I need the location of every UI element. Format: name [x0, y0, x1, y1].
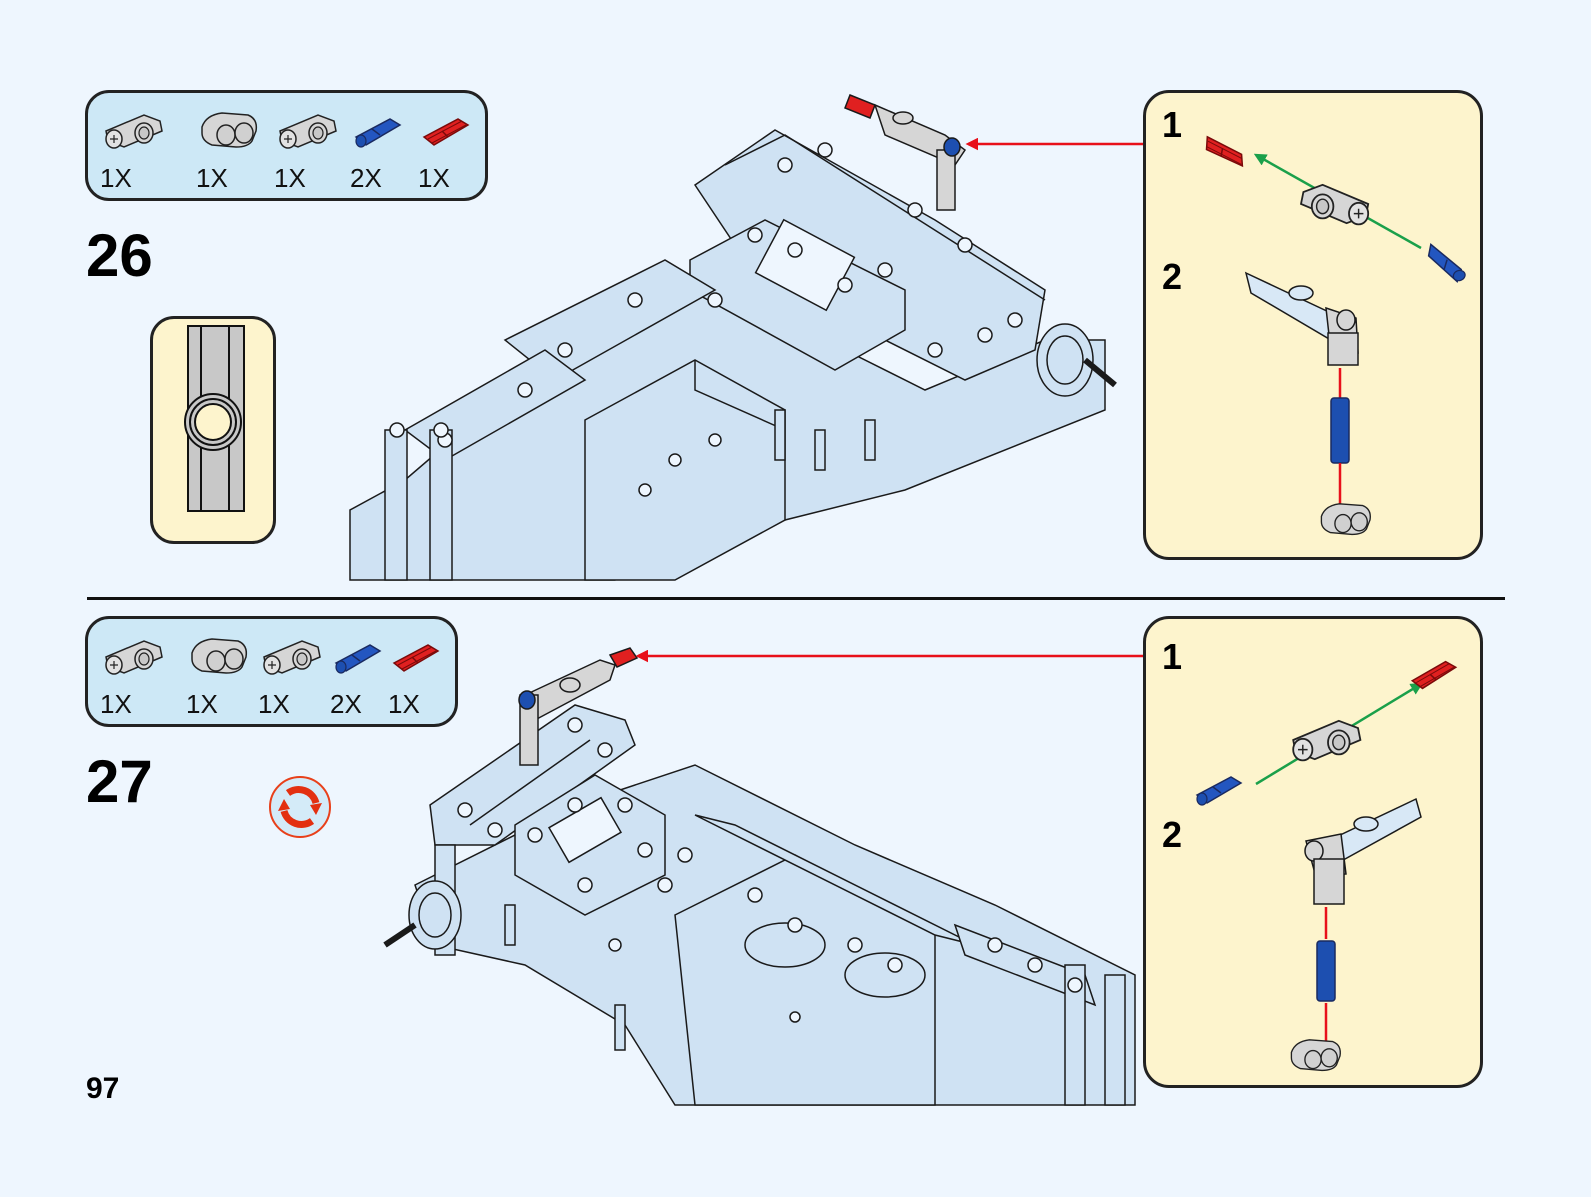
part-qty: 1X	[100, 163, 132, 193]
part-qty: 1X	[100, 689, 132, 719]
connector-icon	[279, 114, 337, 149]
substep-number: 2	[1162, 256, 1183, 297]
substep-number: 2	[1162, 814, 1183, 855]
blue-pin-icon	[1316, 940, 1336, 1002]
beam-icon	[191, 638, 248, 674]
red-axle-icon	[1410, 660, 1458, 690]
part-connector-double: 1X	[100, 627, 170, 717]
part-beam-2: 1X	[186, 627, 256, 717]
step-number: 26	[86, 222, 153, 289]
connector-assembly-icon	[1304, 797, 1422, 905]
connector-icon	[1300, 183, 1370, 226]
part-red-axle: 1X	[418, 101, 488, 191]
subassembly-callout-step-26: 1 2	[1143, 90, 1483, 560]
part-beam-2: 1X	[196, 101, 266, 191]
subassembly-diagram	[1196, 660, 1458, 1072]
red-axle-icon	[1200, 125, 1249, 179]
subassembly-callout-step-27: 1 2	[1143, 616, 1483, 1088]
part-red-axle: 1X	[388, 627, 458, 717]
beam-icon	[1320, 503, 1371, 536]
part-connector: 1X	[258, 627, 328, 717]
part-connector-double: 1X	[100, 101, 170, 191]
blue-pin-icon	[1330, 397, 1350, 464]
connector-icon	[105, 114, 163, 149]
part-qty: 1X	[274, 163, 306, 193]
part-qty: 1X	[196, 163, 228, 193]
beam-icon	[1290, 1039, 1341, 1072]
part-connector: 1X	[274, 101, 344, 191]
model-assembly-step-27	[383, 647, 1136, 1106]
substep-number: 1	[1162, 104, 1183, 145]
blue-pin-icon	[1424, 236, 1468, 289]
connector-icon	[263, 640, 321, 675]
connector-icon	[105, 640, 163, 675]
part-blue-pin: 2X	[330, 627, 400, 717]
placement-arrow	[965, 137, 1146, 151]
part-qty: 2X	[350, 163, 382, 193]
beam-icon	[201, 112, 258, 148]
part-qty: 1X	[388, 689, 420, 719]
step-number: 27	[86, 748, 153, 815]
parts-list-step-26: 1X 1X 1X 2X 1X	[85, 90, 488, 201]
connector-top-view-icon	[184, 325, 245, 512]
page-number: 97	[86, 1072, 120, 1105]
model-assembly-step-26	[349, 94, 1117, 581]
part-qty: 2X	[330, 689, 362, 719]
blue-pin-icon	[1196, 776, 1242, 806]
part-qty: 1X	[186, 689, 218, 719]
part-blue-pin: 2X	[350, 101, 420, 191]
rotate-model-icon	[269, 776, 331, 838]
part-qty: 1X	[418, 163, 450, 193]
placement-arrow	[635, 649, 1146, 663]
part-qty: 1X	[258, 689, 290, 719]
step-divider	[87, 597, 1505, 600]
connector-icon	[1292, 719, 1362, 762]
connector-assembly-icon	[1244, 271, 1359, 366]
subassembly-diagram	[1200, 125, 1468, 536]
parts-list-step-27: 1X 1X 1X 2X 1X	[85, 616, 458, 727]
substep-number: 1	[1162, 636, 1183, 677]
orientation-callout	[150, 316, 276, 544]
